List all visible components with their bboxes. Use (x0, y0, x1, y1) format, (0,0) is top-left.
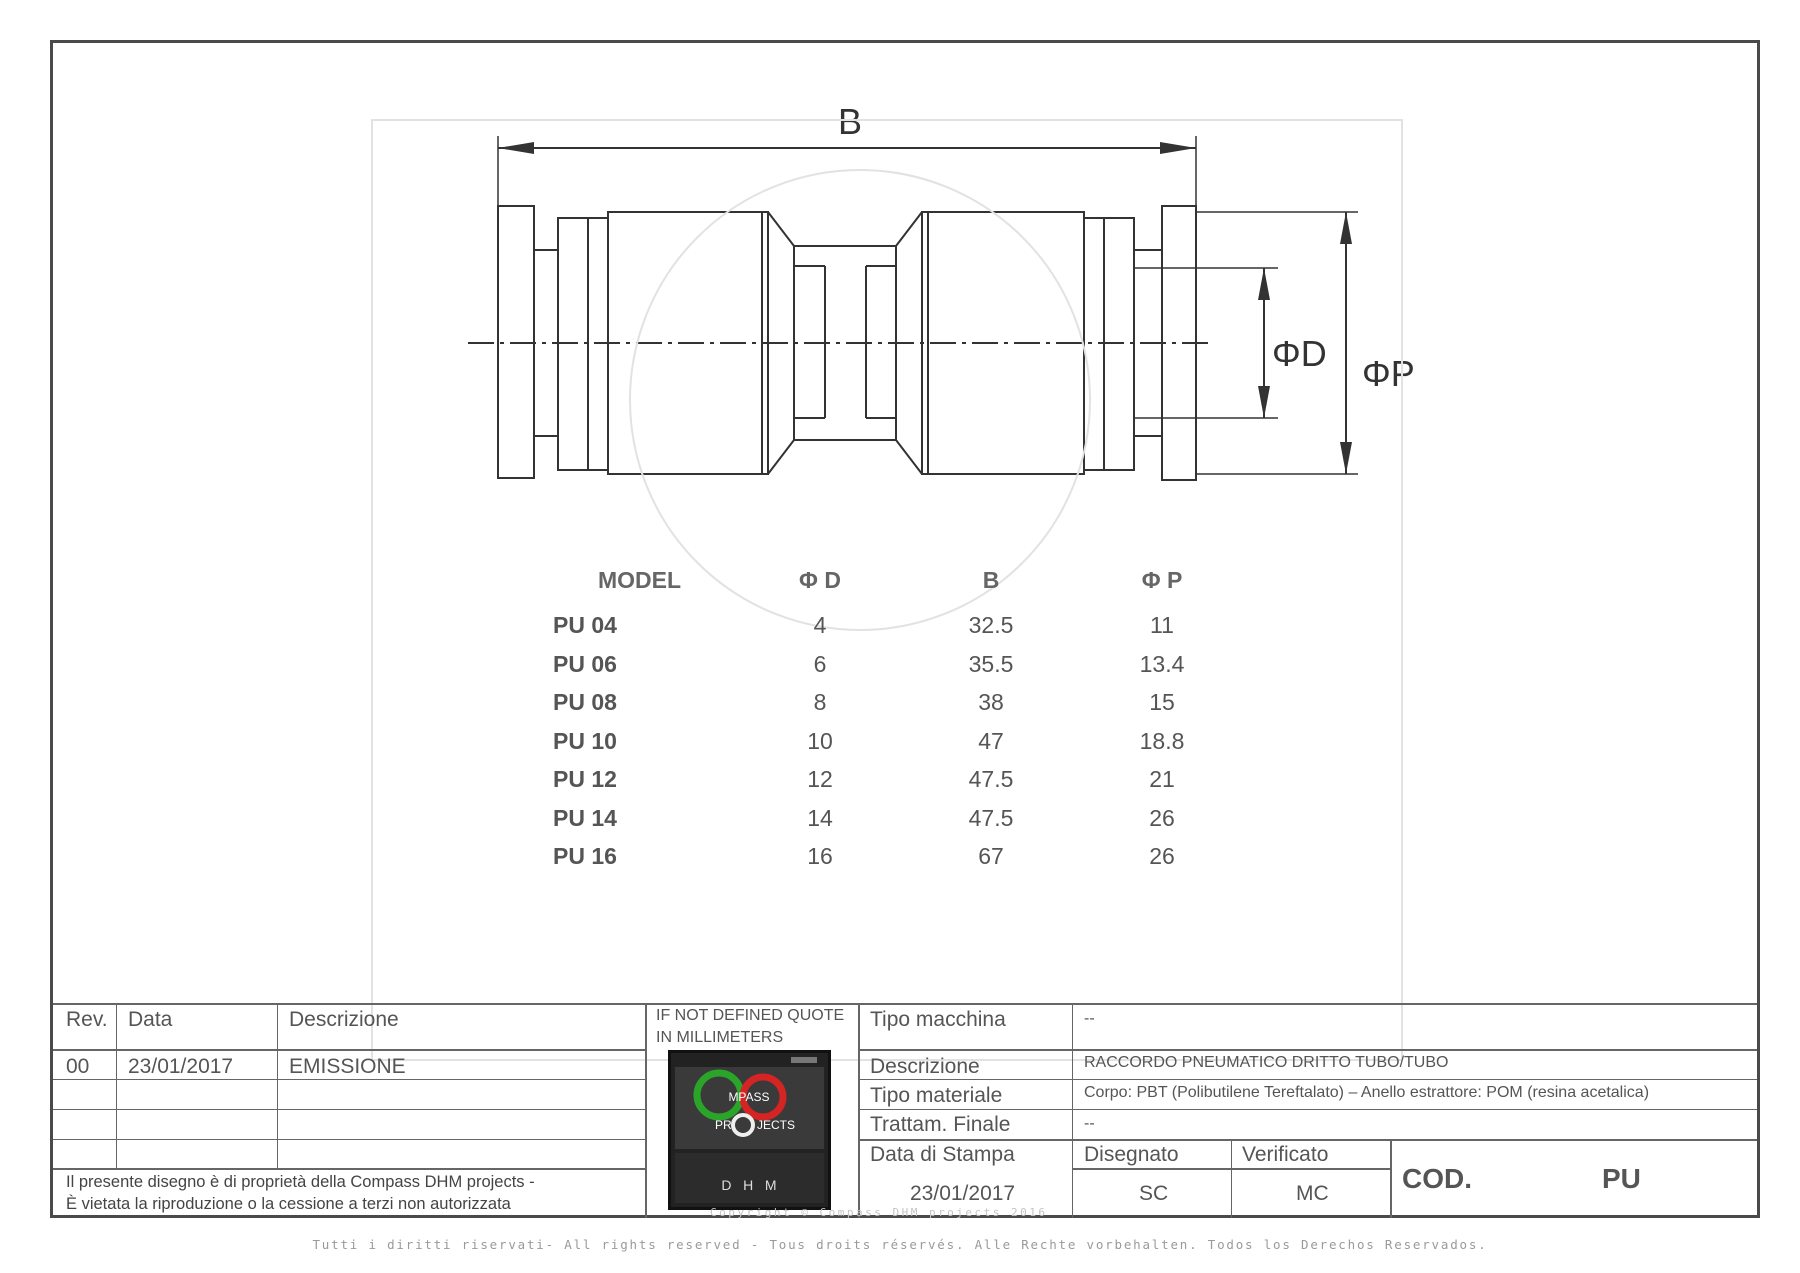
tipo-materiale-value: Corpo: PBT (Polibutilene Tereftalato) – … (1084, 1084, 1650, 1101)
verificato-value: MC (1296, 1182, 1329, 1205)
svg-text:PR: PR (715, 1118, 732, 1132)
red-gear-icon (739, 1073, 787, 1121)
data-stampa-label: Data di Stampa (870, 1143, 1015, 1166)
rev-label: Rev. (66, 1008, 108, 1031)
disegnato-value: SC (1139, 1182, 1169, 1205)
units-note-1: IF NOT DEFINED QUOTE (656, 1007, 845, 1024)
trattam-label: Trattam. Finale (870, 1113, 1011, 1136)
data-value: 23/01/2017 (128, 1055, 234, 1078)
verificato-label: Verificato (1242, 1143, 1329, 1166)
tipo-materiale-label: Tipo materiale (870, 1084, 1003, 1107)
rev-value: 00 (66, 1055, 90, 1078)
property-note-2: È vietata la riproduzione o la cessione … (66, 1195, 511, 1213)
svg-text:D H M: D H M (721, 1177, 776, 1193)
footer-rights: Tutti i diritti riservati- All rights re… (312, 1237, 1488, 1252)
data-label: Data (128, 1008, 173, 1031)
descrizione2-label: Descrizione (870, 1055, 980, 1078)
watermark-shapes (371, 119, 1403, 1061)
tipo-macchina-value: -- (1084, 1010, 1095, 1027)
dim-p-label: ΦP (1362, 353, 1415, 394)
descrizione-value: EMISSIONE (289, 1055, 406, 1078)
cod-value: PU (1602, 1163, 1641, 1194)
svg-text:MPASS: MPASS (728, 1090, 769, 1104)
descrizione-label: Descrizione (289, 1008, 399, 1031)
data-stampa-value: 23/01/2017 (910, 1182, 1016, 1205)
company-logo: MPASS PR JECTS D H M (668, 1050, 831, 1210)
trattam-value: -- (1084, 1115, 1095, 1132)
disegnato-label: Disegnato (1084, 1143, 1179, 1166)
drawing-frame (50, 40, 1760, 1218)
dim-b-label: B (838, 101, 862, 142)
property-note-1: Il presente disegno è di proprietà della… (66, 1173, 535, 1191)
cod-label: COD. (1402, 1163, 1472, 1194)
tipo-macchina-label: Tipo macchina (870, 1008, 1006, 1031)
dim-d-label: ΦD (1272, 333, 1327, 374)
svg-text:JECTS: JECTS (757, 1118, 795, 1132)
units-note-2: IN MILLIMETERS (656, 1029, 784, 1046)
white-gear-icon (731, 1113, 755, 1137)
descrizione2-value: RACCORDO PNEUMATICO DRITTO TUBO/TUBO (1084, 1054, 1449, 1071)
copyright-note: Copyright © Compass DHM projects 2016 (710, 1206, 1048, 1219)
